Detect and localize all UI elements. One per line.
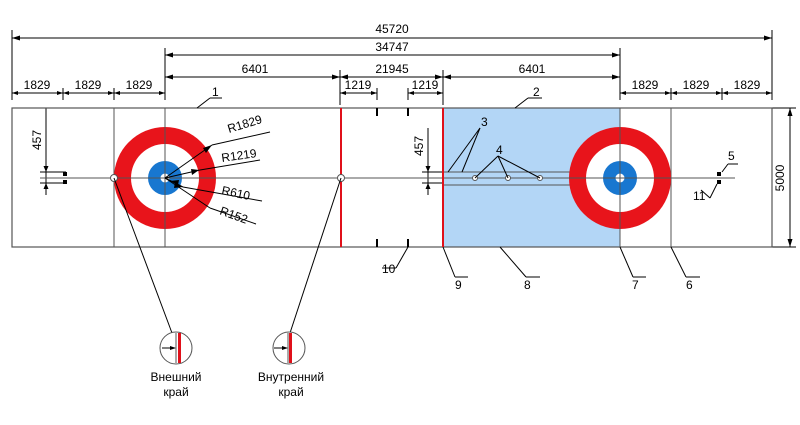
radius-arrows — [170, 145, 212, 188]
radius-label-12ft: R1829 — [226, 112, 264, 136]
radius-leaders — [164, 131, 271, 225]
dim-courtesy-right: 1219 — [412, 78, 439, 92]
callout-8: 8 — [524, 278, 531, 292]
callout-5: 5 — [728, 149, 735, 163]
radius-label-button: R152 — [218, 204, 250, 227]
detail-inner-caption-1: Внутренний — [258, 370, 324, 384]
dim-back-right-3: 1829 — [734, 78, 761, 92]
hack-right — [717, 172, 721, 184]
sheet-outline — [11, 107, 773, 248]
callout-6: 6 — [686, 278, 693, 292]
dim-tee-to-hog-left: 6401 — [242, 62, 269, 76]
dim-back-left-3: 1829 — [126, 78, 153, 92]
detail-outer-caption-2: край — [163, 385, 188, 399]
dim-back-right-2: 1829 — [683, 78, 710, 92]
detail-outer-edge — [159, 331, 193, 365]
callout-9: 9 — [455, 278, 462, 292]
dim-tee-to-hog-right: 6401 — [519, 62, 546, 76]
dim-back-right-1: 1829 — [632, 78, 659, 92]
dim-hack-right: 457 — [412, 136, 426, 156]
dim-back-left-2: 1829 — [75, 78, 102, 92]
callout-3: 3 — [481, 115, 488, 129]
callout-11: 11 — [693, 189, 706, 203]
hack-left — [63, 172, 67, 184]
house-right — [569, 127, 671, 229]
detail-inner-edge — [272, 331, 306, 365]
dim-width: 5000 — [773, 164, 787, 191]
dim-overall-length: 45720 — [375, 22, 409, 36]
dimension-lines — [11, 30, 796, 248]
dim-hog-to-hog: 21945 — [375, 62, 409, 76]
dimension-arrows — [12, 35, 793, 247]
callout-4: 4 — [496, 143, 503, 157]
dim-courtesy-left: 1219 — [345, 78, 372, 92]
dim-hog-to-hog-outer: 34747 — [375, 40, 409, 54]
dim-back-left-1: 1829 — [24, 78, 51, 92]
callout-1: 1 — [212, 85, 219, 99]
callout-10: 10 — [382, 262, 396, 276]
callout-7: 7 — [632, 278, 639, 292]
callout-2: 2 — [533, 85, 540, 99]
radius-label-4ft: R610 — [220, 183, 251, 203]
detail-outer-caption-1: Внешний — [151, 370, 202, 384]
detail-inner-caption-2: край — [278, 385, 303, 399]
radius-label-8ft: R1219 — [220, 146, 257, 165]
callout-leaders — [113, 97, 738, 334]
dim-hack-left: 457 — [30, 130, 44, 150]
courtesy-marks — [376, 108, 409, 247]
